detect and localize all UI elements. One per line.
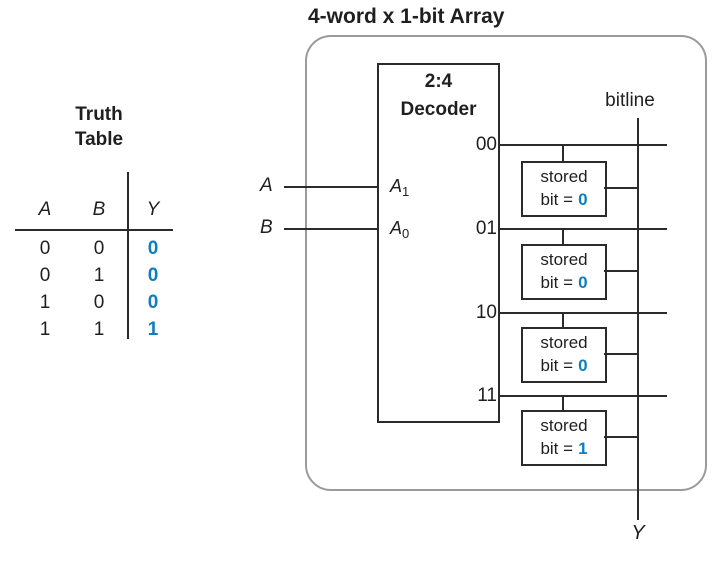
truth-value: 0 xyxy=(39,238,51,259)
cell-word: stored xyxy=(540,250,588,270)
wordline-label-00: 00 xyxy=(475,134,497,155)
stored-bit-value: 1 xyxy=(578,439,588,458)
wordline-00 xyxy=(500,144,667,146)
cell-bitline-connector xyxy=(604,187,639,189)
decoder-input-a1: A1 xyxy=(390,176,409,199)
decoder-input-a0: A0 xyxy=(390,218,409,241)
cell-word: bit = xyxy=(540,439,574,458)
wordline-01 xyxy=(500,228,667,230)
cell-word: bit = xyxy=(540,356,574,375)
truth-value: 1 xyxy=(93,265,105,286)
truth-table-title: Truth Table xyxy=(74,104,124,150)
stored-bit-value: 0 xyxy=(578,190,588,209)
truth-table-body: 0 0 0 0 1 0 1 0 0 1 1 1 xyxy=(18,238,180,346)
column-header-y: Y xyxy=(146,199,160,220)
cell-bitline-connector xyxy=(604,436,639,438)
cell-word: bit = xyxy=(540,273,574,292)
stored-bit-value: 0 xyxy=(578,273,588,292)
wordline-stub xyxy=(562,229,564,245)
array-frame xyxy=(305,35,707,491)
truth-table-column-divider xyxy=(127,172,129,339)
truth-value: 0 xyxy=(93,292,105,313)
pin-base: A xyxy=(390,218,403,238)
output-value: 0 xyxy=(147,292,159,313)
wordline-label-10: 10 xyxy=(475,302,497,323)
cell-bitline-connector xyxy=(604,353,639,355)
bitline xyxy=(637,118,639,520)
output-value: 0 xyxy=(147,265,159,286)
decoder-box xyxy=(377,63,500,423)
truth-table-header: A B Y xyxy=(18,199,180,221)
wordline-stub xyxy=(562,145,564,162)
truth-value: 0 xyxy=(39,265,51,286)
decoder-label: 2:4 Decoder xyxy=(377,68,500,123)
decoder-name: Decoder xyxy=(400,98,477,120)
column-header-a: A xyxy=(38,199,52,220)
bitline-label: bitline xyxy=(605,90,655,111)
wordline-stub xyxy=(562,313,564,328)
decoder-ratio: 2:4 xyxy=(424,71,453,92)
memory-cell: stored bit =0 xyxy=(521,244,607,300)
input-wire-a xyxy=(284,186,377,188)
truth-value: 1 xyxy=(39,292,51,313)
input-label-b: B xyxy=(260,217,273,238)
pin-subscript: 0 xyxy=(402,226,410,241)
memory-cell: stored bit =0 xyxy=(521,161,607,217)
pin-base: A xyxy=(390,176,403,196)
cell-bitline-connector xyxy=(604,270,639,272)
cell-word: stored xyxy=(540,416,588,436)
wordline-label-01: 01 xyxy=(475,218,497,239)
truth-value: 1 xyxy=(93,319,105,340)
input-label-a: A xyxy=(260,175,273,196)
wordline-label-11: 11 xyxy=(477,385,497,406)
memory-cell: stored bit =0 xyxy=(521,327,607,383)
cell-word: stored xyxy=(540,333,588,353)
pin-subscript: 1 xyxy=(402,184,410,199)
column-header-b: B xyxy=(92,199,106,220)
input-wire-b xyxy=(284,228,377,230)
memory-cell: stored bit =1 xyxy=(521,410,607,466)
truth-table-header-rule xyxy=(15,229,173,231)
cell-word: stored xyxy=(540,167,588,187)
wordline-11 xyxy=(500,395,667,397)
cell-word: bit = xyxy=(540,190,574,209)
truth-value: 1 xyxy=(39,319,51,340)
stored-bit-value: 0 xyxy=(578,356,588,375)
truth-value: 0 xyxy=(93,238,105,259)
wordline-10 xyxy=(500,312,667,314)
output-value: 0 xyxy=(147,238,159,259)
wordline-stub xyxy=(562,396,564,411)
output-value: 1 xyxy=(147,319,159,340)
output-label-y: Y xyxy=(631,522,645,544)
array-title: 4-word x 1-bit Array xyxy=(308,5,505,28)
